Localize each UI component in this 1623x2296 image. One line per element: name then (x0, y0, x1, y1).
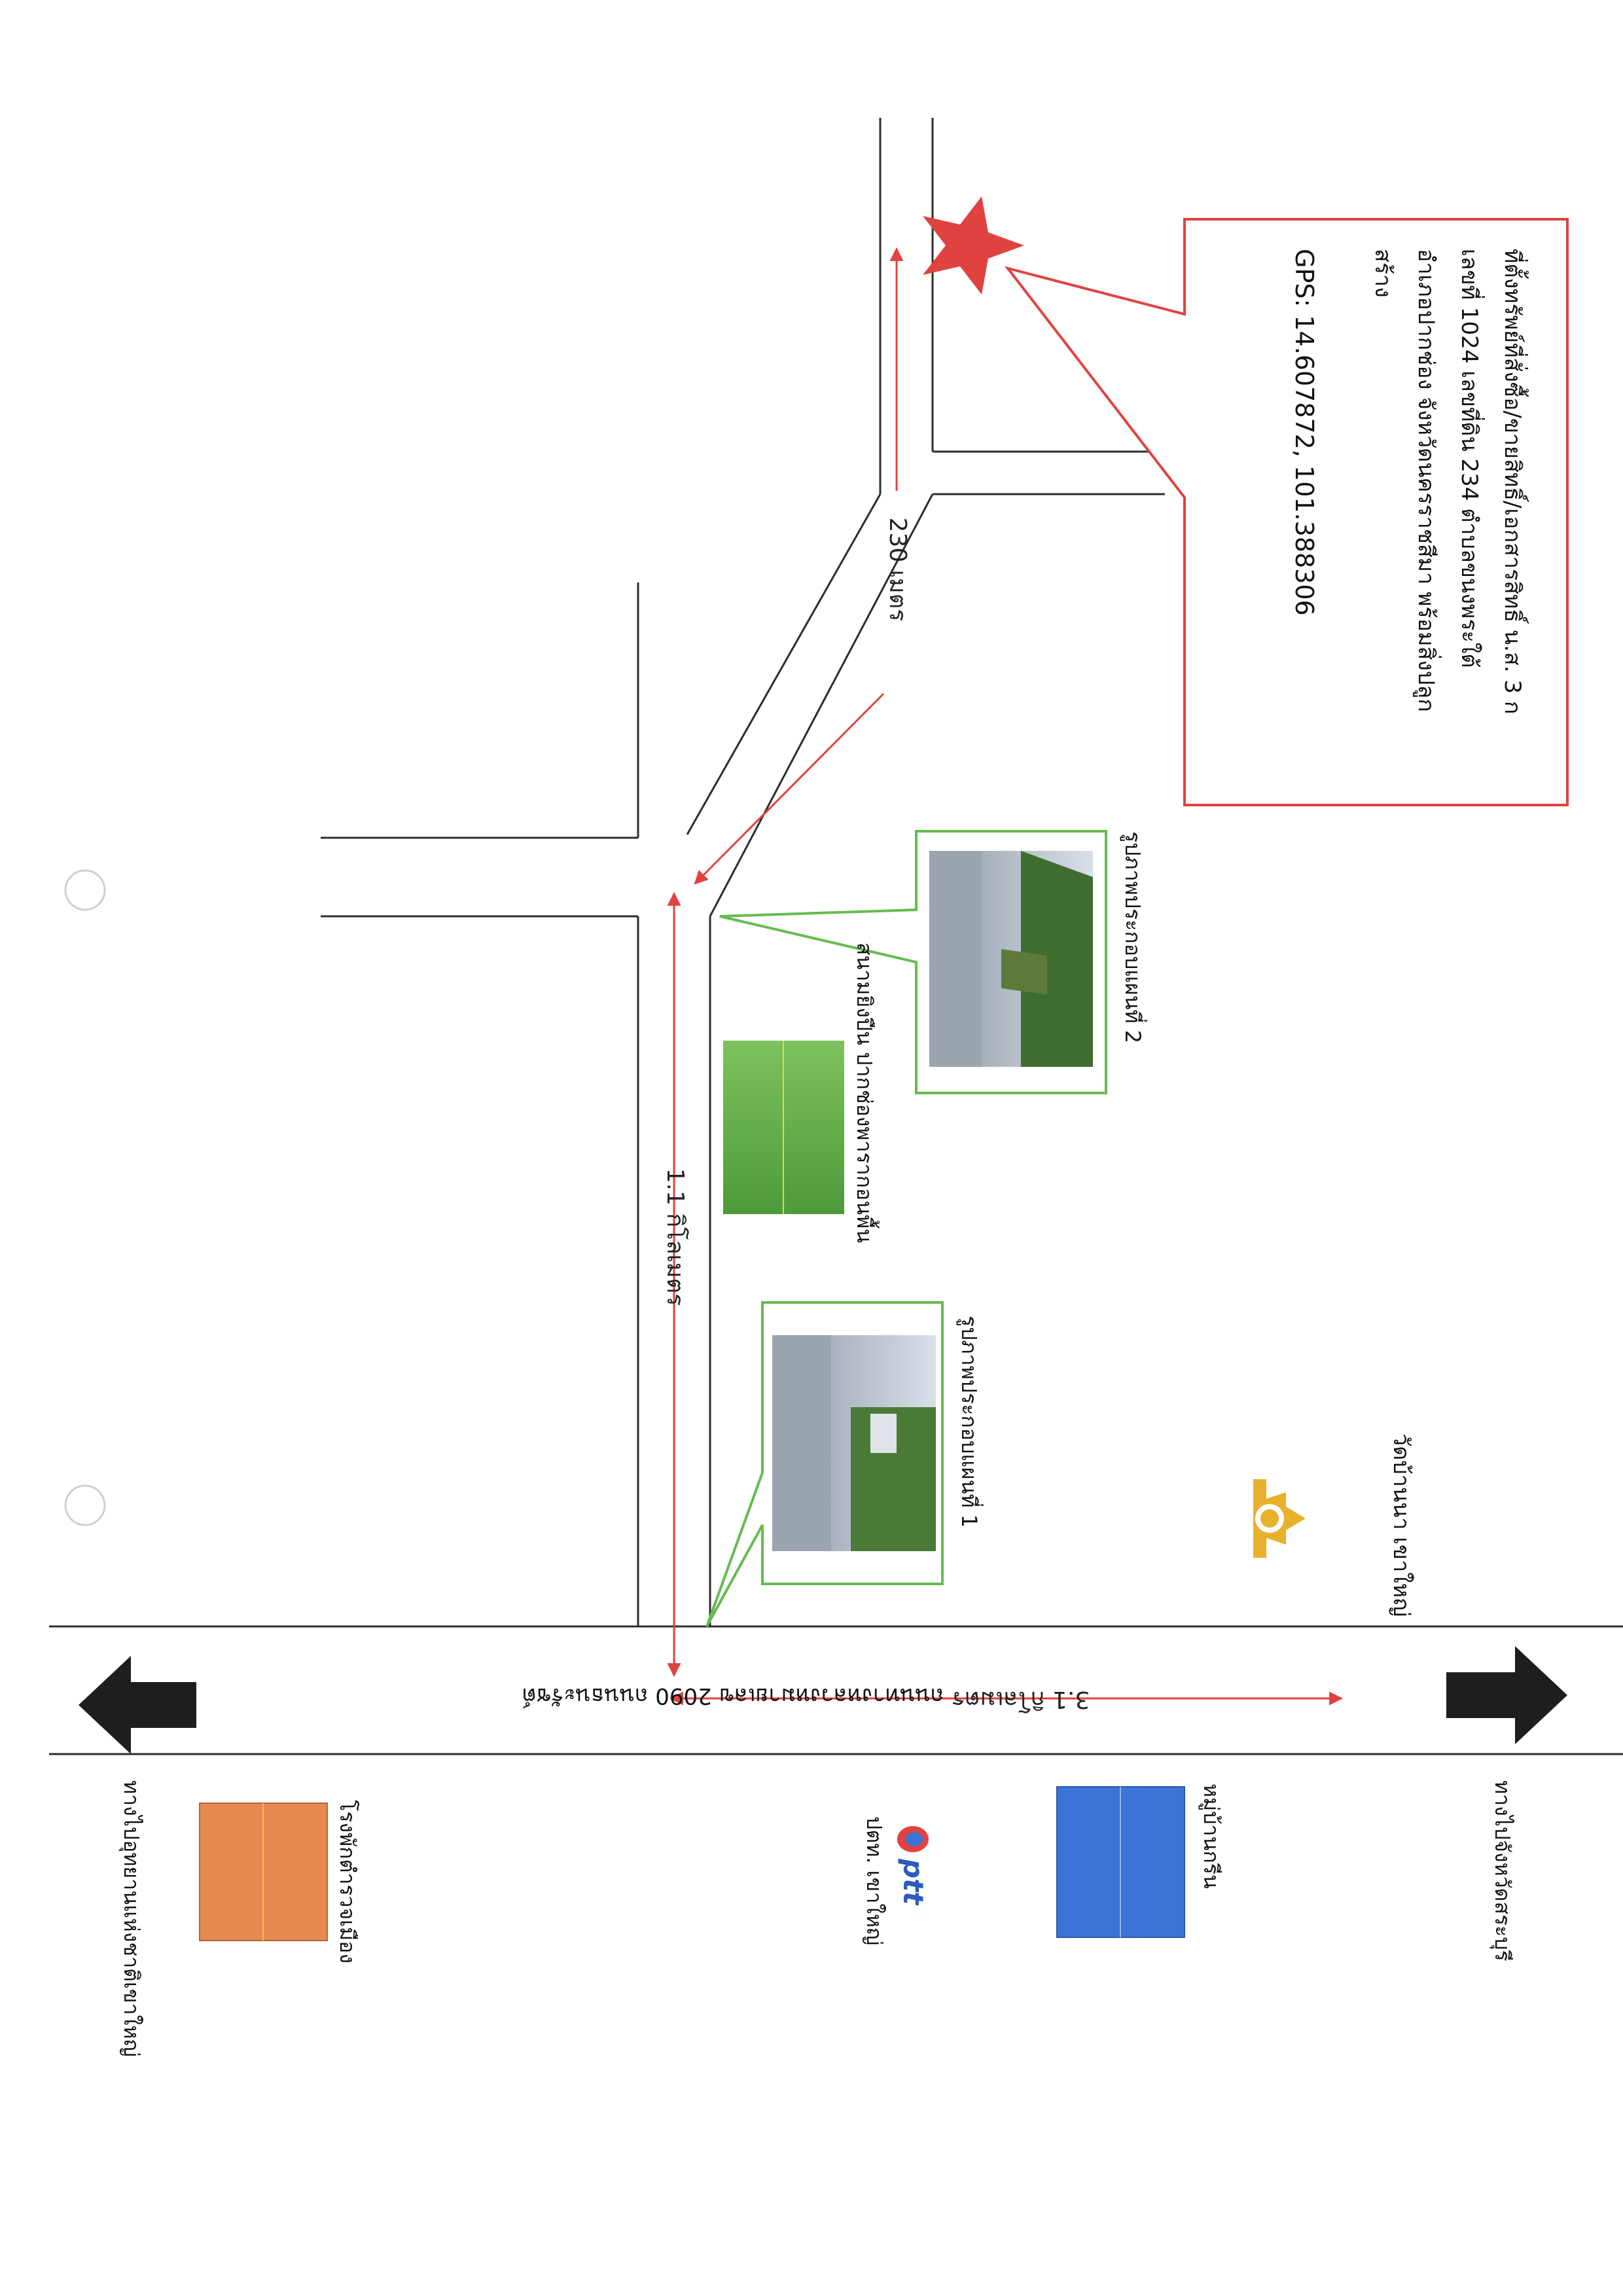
callout-line-4: สร้าง (1370, 249, 1396, 298)
diag-road-edge-lower (709, 493, 934, 917)
binder-hole-bottom (64, 1484, 106, 1526)
photo1-caption: รูปภาพประกอบแผนที่ 1 (956, 1316, 984, 1528)
callout-line-2: เลขที่ 1024 เลขที่ดิน 234 ตำบลขนงพระใต้ (1456, 249, 1485, 668)
direction-right-label: ทางไปจังหวัดสระบุรี (1489, 1780, 1515, 1962)
roads (49, 118, 1623, 1755)
diag-road-edge-upper (686, 493, 882, 835)
ptt-station-label: ปตท. เขาใหญ่ (862, 1816, 887, 1945)
label-1-1km: 1.1 กิโลเมตร (662, 1168, 689, 1306)
ptt-logo-text: ptt (897, 1858, 929, 1906)
temple-label: วัดบ้านนา เขาใหญ่ (1388, 1433, 1414, 1617)
arrow-diagonal (694, 692, 885, 885)
direction-left-label: ทางไปอุทยานแห่งชาติเขาใหญ่ (118, 1780, 144, 2057)
temple-icon (1253, 1479, 1306, 1558)
property-callout-box (1004, 218, 1569, 806)
distance-arrows (667, 247, 1344, 1706)
photo1-image (772, 1335, 936, 1551)
gps-coordinates: GPS: 14.607872, 101.388306 (1290, 249, 1319, 616)
label-3-1km: 3.1 กิโลเมตร (952, 1686, 1090, 1713)
photo2-image (929, 851, 1093, 1067)
ptt-logo-icon: ptt (897, 1826, 929, 1906)
arrow-left-icon (79, 1656, 196, 1754)
photo2-caption: รูปภาพประกอบแผนที่ 2 (1120, 831, 1147, 1043)
shooting-range-label: สนามยิงปืน ปากช่องพารากอนพื้น (852, 942, 880, 1243)
property-callout-text: ที่ตั้งทรัพย์ที่สั่งซื้อ/ขายสิทธิ์/เอกสา… (1290, 249, 1529, 714)
property-star-icon (923, 196, 1024, 295)
binder-hole-top (64, 869, 106, 911)
callout-line-1: ที่ตั้งทรัพย์ที่สั่งซื้อ/ขายสิทธิ์/เอกสา… (1499, 249, 1529, 714)
police-station-label: โรงพักตำรวจเมือง (335, 1800, 360, 1964)
arrow-right-icon (1446, 1646, 1567, 1744)
village-label: หมู่บ้านกรีน (1198, 1784, 1224, 1889)
highway-label: ถนนทางหลวงหมายเลข 2090 ถนนธนะรัชต์ (522, 1683, 944, 1709)
label-230m: 230 เมตร (884, 518, 911, 622)
callout-line-3: อำเภอปากช่อง จังหวัดนครราชสีมา พร้อมสิ่ง… (1413, 249, 1442, 712)
